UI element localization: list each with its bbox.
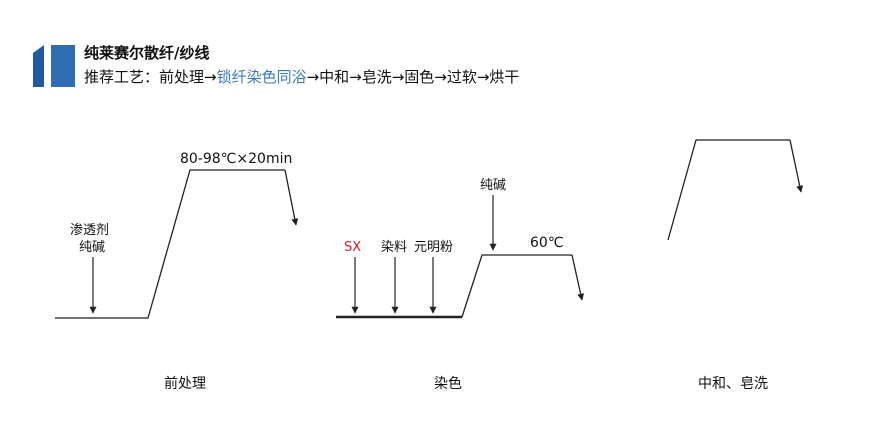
recipe-prefix: 推荐工艺：前处理→ [84,68,217,86]
recipe-suffix: →中和→皂洗→固色→过软→烘干 [306,68,520,86]
pretreatment-temp-label: 80-98℃×20min [180,151,292,167]
dyeing-caption: 染色 [434,375,462,392]
neutral-temperature-curve [667,139,790,241]
dyeing-temp-label: 60℃ [530,235,564,251]
pretreatment-temperature-curve [55,169,285,319]
dyeing-cooling-arrow [571,254,585,301]
pretreatment-cooling-arrow [284,169,299,226]
logo-small-bar [33,45,44,87]
dyeing-temperature-curve [461,254,572,318]
neutral-panel: 中和、皂洗 [667,139,804,392]
neutral-caption: 中和、皂洗 [698,376,768,392]
recipe-highlight: 锁纤染色同浴 [216,68,307,86]
pretreatment-additive-line1: 渗透剂 [70,223,109,238]
section-number-logo [33,45,75,87]
recommended-process: 推荐工艺：前处理→锁纤染色同浴→中和→皂洗→固色→过软→烘干 [84,68,519,86]
dyeing-soda-label: 纯碱 [480,178,506,193]
header-title: 纯莱赛尔散纤/纱线 [84,44,210,62]
neutral-cooling-arrow [789,139,804,193]
pretreatment-caption: 前处理 [164,375,206,392]
pretreatment-panel: 80-98℃×20min 渗透剂 纯碱 前处理 [55,151,299,392]
pretreatment-additive-line2: 纯碱 [79,240,105,255]
dyeing-salt-label: 元明粉 [414,240,453,255]
dyeing-panel: SX 染料 元明粉 纯碱 60℃ 染色 [336,178,585,392]
dyeing-dye-label: 染料 [381,240,407,255]
dyeing-sx-label: SX [344,240,361,255]
logo-tall-bar [51,45,75,87]
